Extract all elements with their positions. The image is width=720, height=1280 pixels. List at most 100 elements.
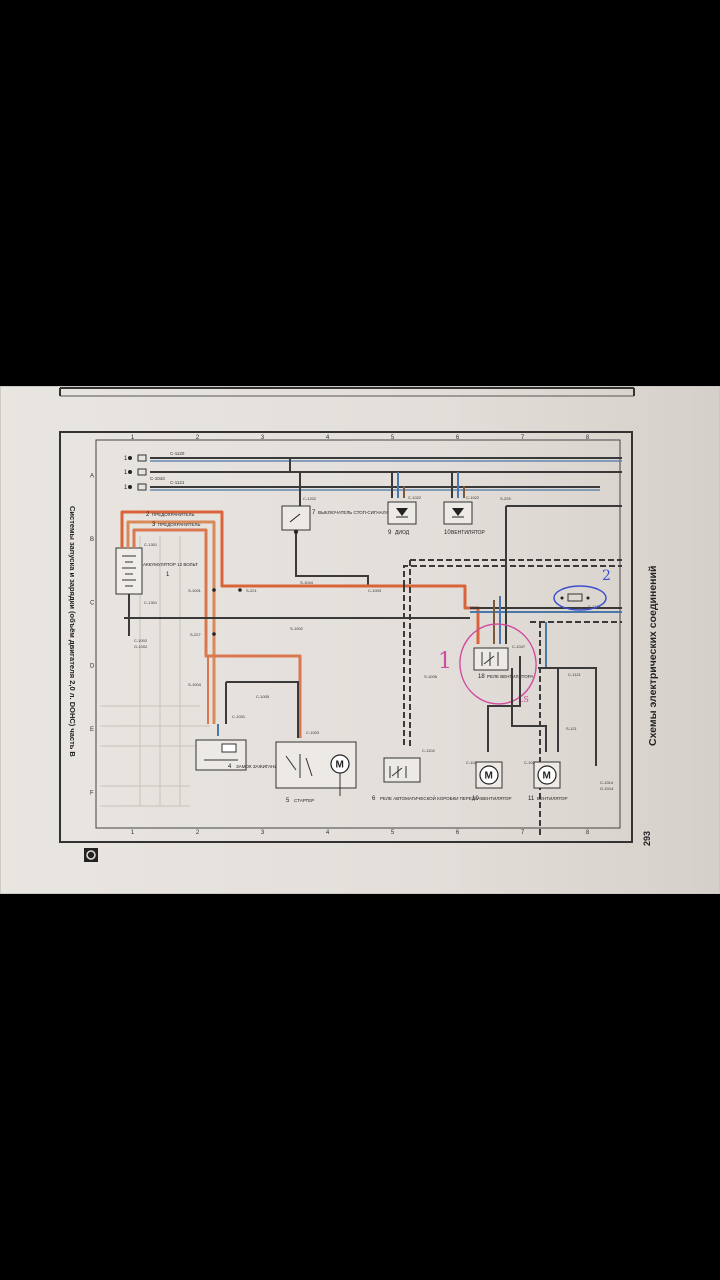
ignition-label: ЗАМОК ЗАЖИГАНИЯ	[236, 764, 281, 769]
handwritten-mark-1: 1	[438, 649, 452, 674]
label-c1003: C-1003	[368, 588, 382, 593]
grid-column-label: 3	[261, 830, 265, 836]
svg-text:11: 11	[528, 796, 535, 802]
svg-text:4: 4	[228, 764, 232, 770]
svg-text:1: 1	[124, 485, 128, 491]
label-s121: S-121	[566, 726, 577, 731]
label-c1047: C-1047	[512, 644, 526, 649]
page-number: 293	[642, 831, 652, 846]
svg-text:6: 6	[372, 796, 376, 802]
label-s1008: S-1008	[424, 674, 438, 679]
label-c1120: C-1120	[170, 451, 185, 456]
label-c1002: C-1002	[134, 638, 148, 643]
label-g1002: G-1002	[134, 644, 148, 649]
svg-text:M: M	[543, 771, 551, 782]
svg-text:5: 5	[286, 798, 290, 804]
diode-9: 10 ВЕНТИЛЯТОР	[443, 501, 486, 536]
starter-label: СТАРТЕР	[294, 798, 314, 803]
grid-column-label: 8	[586, 830, 590, 836]
label-c1003b: C-1003	[306, 730, 320, 735]
label-s1002: S-227	[190, 632, 201, 637]
brake-switch-number: 7	[312, 510, 316, 516]
label-c1022a: C-1022	[408, 495, 422, 500]
connector-c1127: C-1127	[560, 593, 602, 609]
grid-column-label: 4	[326, 830, 330, 836]
diode-9-label: ВЕНТИЛЯТОР	[451, 530, 486, 536]
svg-text:2: 2	[146, 512, 150, 518]
handwritten-blue-circle	[553, 585, 607, 611]
grid-column-label: 7	[521, 435, 525, 441]
grid-column-label: 6	[456, 435, 460, 441]
grid-row-label: F	[90, 790, 94, 796]
grid-column-label: 1	[131, 830, 135, 836]
brake-switch-label: ВЫКЛЮЧАТЕЛЬ СТОП-СИГНАЛА	[318, 510, 389, 515]
handwritten-mark-ls: LS	[518, 695, 529, 704]
grid-column-label: 1	[131, 435, 135, 441]
label-c1022b: C-1022	[466, 495, 480, 500]
label-c1121: C-1121	[170, 480, 185, 485]
label-s1044: S-1044	[300, 580, 314, 585]
relay-label: РЕЛЕ ВЕНТИЛЯТОРА	[487, 674, 533, 679]
label-s1001: S-1001	[188, 588, 202, 593]
diode-8: 9 ДИОД	[387, 501, 417, 536]
fan-motor-10: M 10 ВЕНТИЛЯТОР	[472, 761, 512, 802]
publisher-logo	[84, 848, 98, 862]
label-s1004: S-1004	[188, 682, 202, 687]
diagram-title: Системы запуска и зарядки (объём двигате…	[68, 506, 77, 757]
svg-text:C-1127: C-1127	[588, 604, 602, 609]
svg-text:ВЕНТИЛЯТОР: ВЕНТИЛЯТОР	[481, 796, 512, 801]
grid-row-label: C	[90, 600, 95, 606]
battery-label: АККУМУЛЯТОР 12 ВОЛЬТ	[143, 562, 198, 567]
label-c1202: C-1202	[303, 496, 317, 501]
grid-column-label: 2	[196, 830, 200, 836]
label-c1005: C-1005	[256, 694, 270, 699]
svg-text:ВЕНТИЛЯТОР: ВЕНТИЛЯТОР	[537, 796, 568, 801]
label-c1301a: C-1301	[144, 542, 158, 547]
svg-text:1: 1	[124, 470, 128, 476]
grid-row-label: B	[90, 537, 94, 543]
svg-text:M: M	[485, 771, 493, 782]
svg-text:Схемы электрических соединений: Схемы электрических соединений	[647, 566, 659, 746]
label-c1301b: C-1301	[144, 600, 158, 605]
grid-column-label: 5	[391, 435, 395, 441]
svg-text:293: 293	[642, 831, 652, 846]
handwritten-pink-circle	[459, 623, 537, 705]
transmission-relay-6: 6 РЕЛЕ АВТОМАТИЧЕСКОЙ КОРОБКИ ПЕРЕДАЧ C-…	[372, 674, 481, 802]
transmission-relay-label: РЕЛЕ АВТОМАТИЧЕСКОЙ КОРОБКИ ПЕРЕДАЧ	[380, 794, 481, 801]
bus-connectors: 1 1 1 C-1120 C-1043 C-1121	[124, 451, 185, 491]
fuse-3-label: ПРЕДОХРАНИТЕЛЬ	[158, 522, 200, 527]
diode-8-number: 9	[388, 530, 392, 536]
grid-column-label: 6	[456, 830, 460, 836]
label-s225: S-225	[500, 496, 511, 501]
fan-relay-18: 18 РЕЛЕ ВЕНТИЛЯТОРА C-1047	[473, 644, 533, 680]
battery-number: 1	[166, 572, 170, 578]
svg-text:Системы запуска и зарядки (объ: Системы запуска и зарядки (объём двигате…	[68, 506, 77, 757]
svg-text:3: 3	[152, 522, 156, 528]
grid-column-label: 7	[521, 830, 525, 836]
label-g1014: G-1014	[600, 786, 614, 791]
ignition-switch-4: 4 ЗАМОК ЗАЖИГАНИЯ	[195, 739, 281, 771]
battery-1: АККУМУЛЯТОР 12 ВОЛЬТ 1 C-1301 C-1301	[115, 542, 198, 605]
grid-row-label: E	[90, 727, 94, 733]
svg-text:M: M	[336, 760, 344, 771]
label-c1024: C-1024	[524, 760, 538, 765]
starter-5: M 5 СТАРТЕР C-1003	[275, 730, 357, 804]
grid-column-label: 4	[326, 435, 330, 441]
label-c1031: C-1031	[232, 714, 246, 719]
label-c1043: C-1043	[150, 476, 165, 481]
diagram-frame	[59, 431, 633, 843]
svg-text:1: 1	[124, 456, 128, 462]
diode-8-label: ДИОД	[395, 530, 410, 536]
label-s227: S-1002	[290, 626, 304, 631]
handwritten-mark-2: 2	[602, 568, 611, 584]
label-c2003: C-1121	[568, 672, 582, 677]
label-s221: S-221	[246, 588, 257, 593]
brake-switch-7: C-1202 7 ВЫКЛЮЧАТЕЛЬ СТОП-СИГНАЛА	[281, 496, 389, 534]
spine-title: Схемы электрических соединений	[647, 566, 659, 746]
paper-sheet	[0, 386, 720, 894]
grid-column-label: 8	[586, 435, 590, 441]
fuse-2-label: ПРЕДОХРАНИТЕЛЬ	[152, 512, 194, 517]
grid-column-label: 3	[261, 435, 265, 441]
